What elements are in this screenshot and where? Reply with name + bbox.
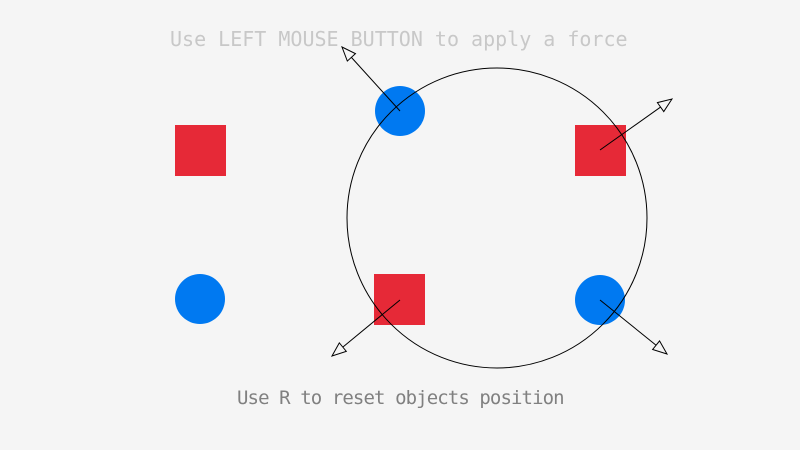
physics-box[interactable] [175,125,226,176]
instruction-bottom: Use R to reset objects position [237,387,565,409]
force-arrow-shaft [599,106,661,151]
force-arrow-head [330,341,348,357]
physics-box[interactable] [374,274,425,325]
force-arrow-head [651,340,669,355]
instruction-top: Use LEFT MOUSE BUTTON to apply a force [170,27,628,51]
boundary-circle [346,67,648,369]
physics-ball[interactable] [175,274,225,324]
force-arrow-head [656,98,674,113]
force-arrow-shaft [351,57,401,112]
force-arrow-shaft [342,299,401,348]
force-arrow-head [341,45,357,62]
force-arrow-shaft [599,299,657,346]
physics-box[interactable] [575,125,626,176]
